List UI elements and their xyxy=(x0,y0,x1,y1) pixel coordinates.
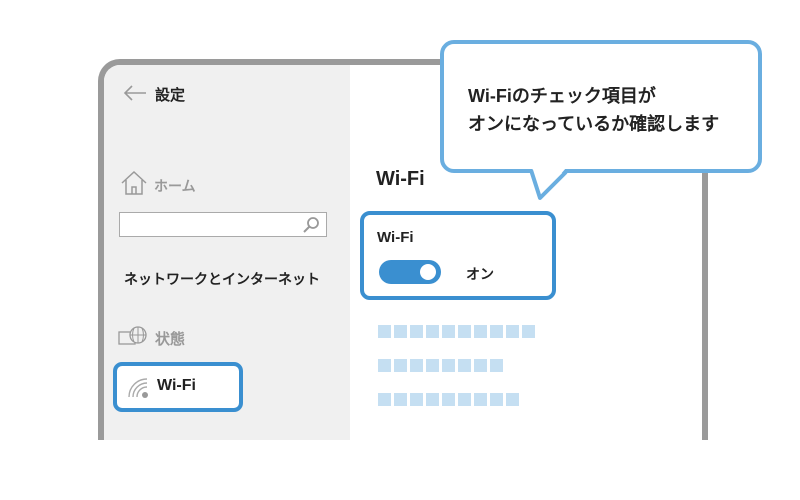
placeholder-block xyxy=(442,325,455,338)
placeholder-block xyxy=(410,325,423,338)
placeholder-block xyxy=(378,325,391,338)
wifi-setting-label: Wi-Fi xyxy=(377,229,414,246)
callout-tail xyxy=(529,168,568,200)
placeholder-block xyxy=(378,393,391,406)
home-link[interactable]: ホーム xyxy=(154,178,196,194)
toggle-state-label: オン xyxy=(466,266,494,282)
placeholder-block xyxy=(442,393,455,406)
wifi-nav-item[interactable]: Wi-Fi xyxy=(113,362,243,412)
placeholder-block xyxy=(490,393,503,406)
placeholder-block xyxy=(442,359,455,372)
placeholder-row xyxy=(378,393,519,406)
placeholder-block xyxy=(394,393,407,406)
placeholder-row xyxy=(378,325,535,338)
callout-bubble: Wi-Fiのチェック項目が オンになっているか確認します xyxy=(440,40,762,173)
placeholder-block xyxy=(426,393,439,406)
placeholder-block xyxy=(394,325,407,338)
placeholder-block xyxy=(378,359,391,372)
placeholder-block xyxy=(522,325,535,338)
callout-line: オンになっているか確認します xyxy=(468,114,720,134)
wifi-icon xyxy=(128,378,148,398)
toggle-knob xyxy=(420,264,436,280)
placeholder-block xyxy=(410,359,423,372)
placeholder-block xyxy=(458,359,471,372)
placeholder-block xyxy=(426,359,439,372)
placeholder-block xyxy=(474,359,487,372)
placeholder-block xyxy=(458,325,471,338)
device-frame xyxy=(98,59,708,465)
status-nav-item[interactable]: 状態 xyxy=(155,331,186,348)
placeholder-block xyxy=(506,393,519,406)
placeholder-block xyxy=(474,393,487,406)
placeholder-block xyxy=(490,359,503,372)
placeholder-block xyxy=(506,325,519,338)
settings-title: 設定 xyxy=(155,87,186,104)
placeholder-block xyxy=(458,393,471,406)
placeholder-row xyxy=(378,359,503,372)
search-input[interactable] xyxy=(119,212,327,237)
bottom-cover xyxy=(0,440,800,500)
wifi-nav-label: Wi-Fi xyxy=(157,377,196,394)
wifi-setting-card: Wi-Fi オン xyxy=(360,211,556,300)
home-icon[interactable] xyxy=(120,170,148,196)
placeholder-block xyxy=(410,393,423,406)
placeholder-block xyxy=(490,325,503,338)
callout-line: Wi-Fiのチェック項目が xyxy=(468,86,656,106)
placeholder-block xyxy=(394,359,407,372)
page-title: Wi-Fi xyxy=(376,168,425,190)
back-arrow-icon[interactable] xyxy=(122,84,148,102)
placeholder-block xyxy=(474,325,487,338)
search-icon[interactable] xyxy=(302,216,320,234)
wifi-toggle[interactable] xyxy=(379,260,441,284)
network-section-heading: ネットワークとインターネット xyxy=(124,271,320,287)
callout-text: Wi-Fiのチェック項目が オンになっているか確認します xyxy=(468,82,719,138)
globe-icon xyxy=(118,326,147,345)
placeholder-block xyxy=(426,325,439,338)
